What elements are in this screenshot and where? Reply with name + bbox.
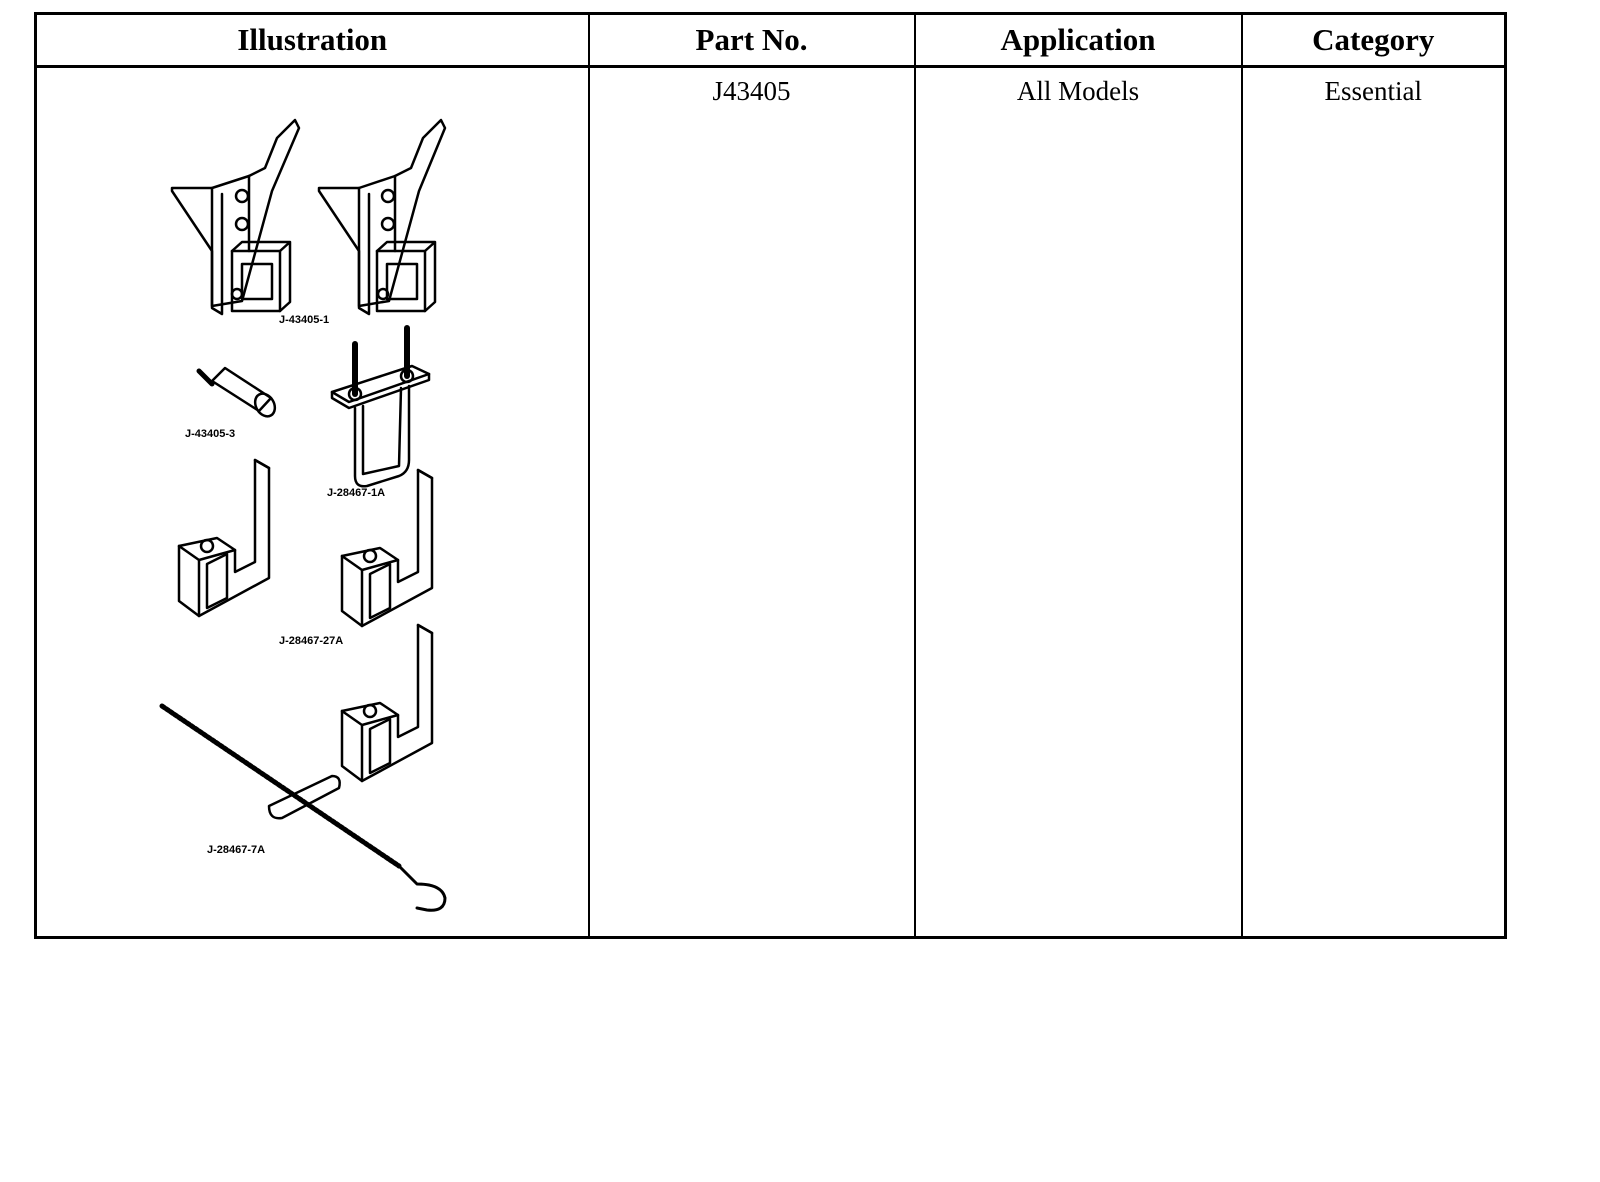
header-part-no: Part No.	[587, 12, 916, 68]
bracket-drawing-right	[317, 118, 447, 316]
cell-category: Essential	[1240, 65, 1507, 939]
cell-part-no: J43405	[587, 65, 916, 939]
header-illustration: Illustration	[34, 12, 590, 68]
hook-block-drawing-1	[177, 458, 271, 618]
special-tools-table: Illustration Part No. Application Catego…	[34, 12, 1507, 939]
header-row: Illustration Part No. Application Catego…	[34, 12, 1507, 68]
hook-block-drawing-2	[340, 468, 434, 628]
header-category: Category	[1240, 12, 1507, 68]
bracket-drawing-left	[170, 118, 301, 316]
label-bracket: J-43405-1	[279, 314, 329, 326]
rod-drawing	[159, 703, 447, 912]
hook-block-drawing-3	[340, 623, 434, 783]
tool-illustration: J-43405-1 J-43405-3 J-28467-1A J-28467-2…	[159, 118, 447, 912]
table-row: J-43405-1 J-43405-3 J-28467-1A J-28467-2…	[34, 65, 1507, 939]
header-application: Application	[913, 12, 1243, 68]
pin-drawing	[196, 366, 277, 418]
label-u-bolt-plate: J-28467-1A	[327, 487, 385, 499]
illustration-cell: J-43405-1 J-43405-3 J-28467-1A J-28467-2…	[34, 65, 590, 939]
label-hooks: J-28467-27A	[279, 635, 343, 647]
u-bolt-plate-drawing	[330, 325, 431, 488]
label-rod: J-28467-7A	[207, 844, 265, 856]
label-pin: J-43405-3	[185, 428, 235, 440]
cell-application: All Models	[913, 65, 1243, 939]
